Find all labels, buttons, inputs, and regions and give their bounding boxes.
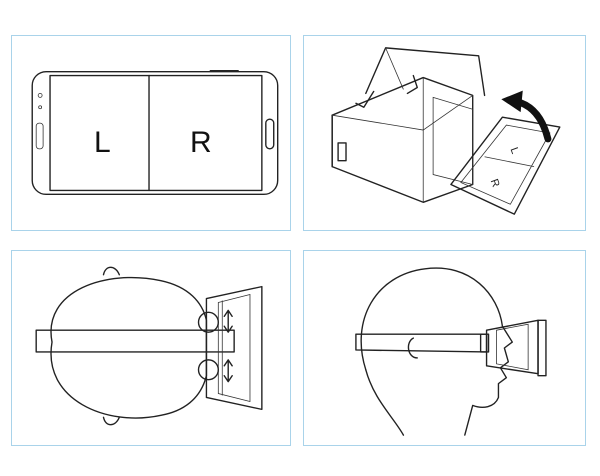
headset-assembly-panel: L R [303,35,586,231]
head-side-view-panel [303,250,586,446]
phone-tray [450,116,561,215]
camera-icon [37,93,43,98]
headset-box [205,285,263,411]
strap-clip [479,333,490,353]
adjust-arrow-top-icon [223,309,233,333]
head-strap [35,329,235,353]
tray-left-label: L [508,146,521,156]
arrow-head-icon [501,90,523,113]
ear-top [102,266,121,276]
ear-bottom [102,416,121,426]
ear [407,337,418,359]
head-top-view-illustration [35,266,263,426]
phone-illustration [31,69,279,196]
home-button [265,118,275,150]
head-strap [355,333,488,353]
side-tab-icon [355,90,375,108]
sensor-icon [38,105,43,110]
head-top-view-panel [11,250,291,446]
headset-illustration: L R [331,47,561,215]
phone-split-screen-panel: L R [11,35,291,231]
top-flap [365,47,486,97]
adjust-arrow-bottom-icon [223,359,233,383]
lens-top [197,311,219,333]
left-eye-label: L [94,126,111,159]
speaker-grille [35,122,44,150]
head-outline [50,276,208,419]
strap-slot [337,142,347,162]
right-eye-label: R [190,126,212,159]
head-profile [360,267,513,436]
flap-tab-icon [406,74,418,95]
lens-bottom [197,359,219,381]
phone-slot [537,319,547,377]
headset-box [485,319,539,375]
tray-right-label: R [488,177,502,189]
phone-screen [49,74,263,192]
head-side-view-illustration [355,267,547,436]
